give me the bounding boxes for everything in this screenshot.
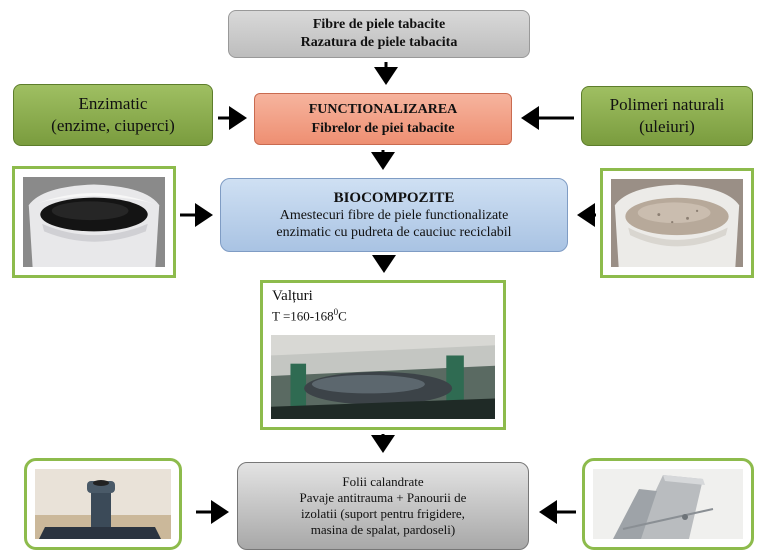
products-line2: Pavaje antitrauma + Panourii de — [299, 490, 467, 505]
input-materials-box: Fibre de piele tabacite Razatura de piel… — [228, 10, 530, 58]
leather-fibers-sack-image — [23, 177, 165, 267]
rubber-powder-photo-frame — [600, 168, 754, 278]
rolling-label: Valțuri — [272, 288, 313, 304]
insulation-panels-photo-frame — [582, 458, 754, 550]
natural-polymers-box: Polimeri naturali (uleiuri) — [581, 86, 753, 146]
rolling-temp-degree: 0 — [333, 307, 339, 317]
calendered-sheet-photo-frame — [24, 458, 182, 550]
products-line4: masina de spalat, pardoseli) — [310, 522, 456, 537]
enzymatic-box: Enzimatic (enzime, ciuperci) — [13, 84, 213, 146]
rubber-powder-sack-image — [611, 179, 743, 267]
rolling-temperature: T =160-1680C — [272, 304, 347, 324]
products-box: Folii calandrate Pavaje antitrauma + Pan… — [237, 462, 529, 550]
input-line2: Razatura de piele tabacita — [300, 35, 458, 50]
biocomposites-box: BIOCOMPOZITE Amestecuri fibre de piele f… — [220, 178, 568, 252]
products-line1: Folii calandrate — [342, 474, 424, 489]
biocomposites-line2: enzimatic cu pudreta de cauciuc reciclab… — [276, 224, 512, 240]
natural-polymers-line1: Polimeri naturali — [609, 95, 725, 114]
biocomposites-line1: Amestecuri fibre de piele functionalizat… — [279, 207, 509, 223]
input-line1: Fibre de piele tabacite — [312, 17, 446, 32]
calendered-sheet-image — [35, 469, 171, 539]
biocomposites-title: BIOCOMPOZITE — [333, 189, 455, 206]
rolling-mill-photo-frame — [260, 280, 506, 430]
rolling-caption: Valțuri T =160-1680C — [272, 288, 347, 324]
rolling-mill-image — [271, 335, 495, 419]
functionalization-box: FUNCTIONALIZAREA Fibrelor de piei tabaci… — [254, 93, 512, 145]
enzymatic-line2: (enzime, ciuperci) — [51, 116, 175, 135]
products-line3: izolatii (suport pentru frigidere, — [301, 506, 465, 521]
functionalization-title: FUNCTIONALIZAREA — [308, 102, 458, 117]
rolling-temp-unit: C — [338, 308, 347, 324]
functionalization-subtitle: Fibrelor de piei tabacite — [311, 121, 455, 136]
leather-fibers-photo-frame — [12, 166, 176, 278]
insulation-panels-image — [593, 469, 743, 539]
enzymatic-line1: Enzimatic — [78, 94, 148, 113]
rolling-temp-prefix: T =160-168 — [272, 308, 334, 324]
natural-polymers-line2: (uleiuri) — [639, 117, 695, 136]
